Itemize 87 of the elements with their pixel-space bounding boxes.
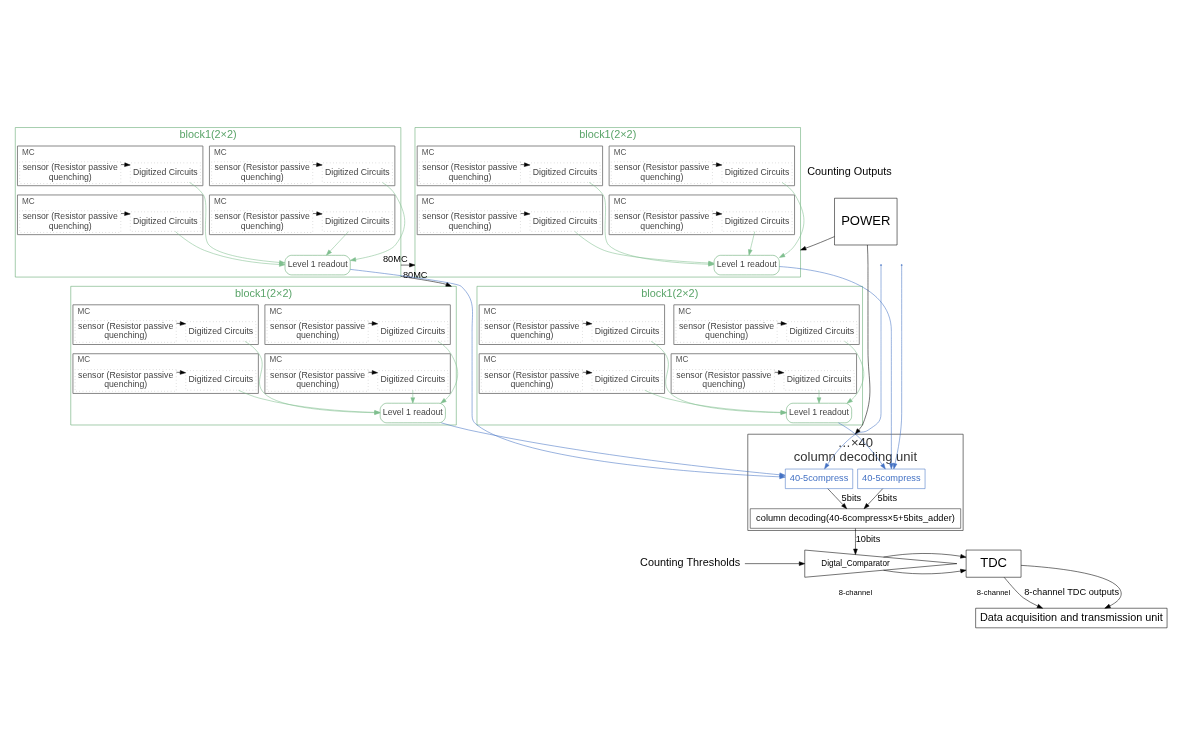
arrow (520, 210, 531, 216)
arrow (312, 162, 323, 167)
node-box: Digitized Circuits (591, 369, 663, 390)
arrow (779, 181, 805, 258)
node-box: sensor (Resistor passive quenching) (675, 319, 778, 343)
arrow (176, 369, 186, 375)
node-box: sensor (Resistor passive quenching) (74, 368, 177, 392)
arrow (774, 369, 785, 375)
edge-label: 5bits (841, 492, 862, 503)
arrow (368, 369, 378, 375)
node-box: sensor (Resistor passive quenching) (266, 368, 369, 392)
node-box: TDC (965, 549, 1022, 577)
node-box: Digitized Circuits (377, 369, 449, 390)
node-box: Digitized Circuits (786, 320, 858, 341)
arrow (824, 265, 882, 469)
arrow (326, 230, 349, 255)
node-box: Digitized Circuits (721, 162, 793, 183)
node-box: Digitized Circuits (130, 162, 201, 183)
arrow (889, 265, 902, 469)
node-box: sensor (Resistor passive quenching) (481, 368, 583, 392)
arrow (400, 262, 416, 267)
node-box: Level 1 readout (379, 402, 446, 423)
arrow (1020, 564, 1122, 608)
arrow (777, 320, 787, 326)
node-box: 40-5compress (785, 468, 853, 489)
arrow (883, 568, 967, 574)
node-box: sensor (Resistor passive quenching) (211, 161, 313, 184)
arrow (800, 235, 835, 250)
node-box: Data acquisition and transmission unit (975, 607, 1168, 628)
arrow (744, 561, 805, 566)
node-box: Digitized Circuits (377, 320, 449, 341)
node-box: Level 1 readout (713, 254, 780, 275)
arrow (410, 389, 415, 403)
arrow (748, 230, 755, 255)
arrow (712, 162, 723, 167)
arrow (582, 320, 593, 326)
node-box: Digitized Circuits (721, 211, 793, 232)
node-box: Digitized Circuits (185, 369, 257, 390)
node-box: sensor (Resistor passive quenching) (481, 319, 583, 343)
arrow (883, 552, 967, 558)
node-box: sensor (Resistor passive quenching) (419, 161, 521, 184)
node-box: sensor (Resistor passive quenching) (266, 319, 369, 343)
edge-label: 10bits (855, 533, 881, 544)
node-box: Digitized Circuits (322, 211, 393, 232)
arrow (712, 210, 723, 216)
node-box: Digitized Circuits (783, 369, 855, 390)
arrow (400, 275, 452, 287)
node-box: sensor (Resistor passive quenching) (19, 209, 122, 233)
node-box: sensor (Resistor passive quenching) (74, 319, 177, 343)
arrow (863, 487, 883, 509)
arrow (312, 210, 323, 216)
node-box: Digitized Circuits (591, 320, 663, 341)
arrow (838, 422, 886, 469)
node-box: sensor (Resistor passive quenching) (419, 209, 521, 233)
arrow (1003, 576, 1043, 608)
node-box: sensor (Resistor passive quenching) (211, 209, 313, 233)
arrow (368, 320, 378, 326)
node-box: sensor (Resistor passive quenching) (19, 161, 122, 184)
arrow (853, 527, 858, 555)
node-box: Digitized Circuits (322, 162, 393, 183)
node-box: Digitized Circuits (130, 211, 201, 232)
node-box: Digitized Circuits (529, 211, 601, 232)
node-box: Level 1 readout (786, 402, 852, 423)
arrow (582, 369, 593, 375)
node-box: Digitized Circuits (185, 320, 257, 341)
node-box: sensor (Resistor passive quenching) (611, 161, 713, 184)
node-box: Digitized Circuits (529, 162, 601, 183)
arrow (120, 210, 131, 216)
node-box: sensor (Resistor passive quenching) (611, 209, 713, 233)
edge-label: 5bits (877, 492, 898, 503)
arrow (520, 162, 531, 167)
arrow (350, 181, 405, 262)
label: Counting Outputs (807, 164, 892, 177)
arrow (827, 487, 847, 509)
arrow (120, 162, 131, 167)
node-text: Counting Thresholds (640, 555, 741, 568)
arrow (855, 244, 871, 434)
arrow (437, 340, 458, 403)
edge-label: 8-channel TDC outputs (1024, 586, 1120, 597)
arrow (176, 320, 186, 326)
arrow (816, 389, 822, 403)
node-box: POWER (834, 197, 898, 245)
node-box: column decoding(40-6compress×5+5bits_adder) (749, 507, 961, 529)
arrow (844, 340, 865, 403)
node-box: 40-5compress (857, 468, 926, 489)
node-box: sensor (Resistor passive quenching) (673, 368, 775, 392)
node-box: Level 1 readout (284, 254, 351, 275)
